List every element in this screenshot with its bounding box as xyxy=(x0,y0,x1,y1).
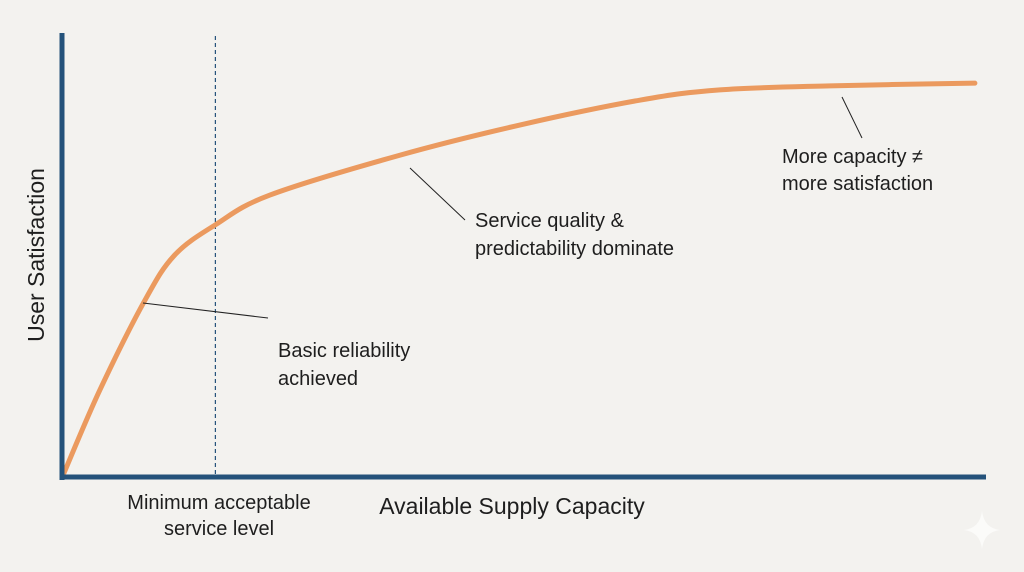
x-axis-label: Available Supply Capacity xyxy=(379,493,645,519)
y-axis-label: User Satisfaction xyxy=(23,168,49,342)
annotation-basic-line2: achieved xyxy=(278,368,358,390)
annotation-quality-line2: predictability dominate xyxy=(475,238,674,260)
sparkle-icon xyxy=(964,511,1000,549)
annotation-capacity-line1: More capacity ≠ xyxy=(782,146,923,168)
annotation-capacity-line2: more satisfaction xyxy=(782,173,933,195)
reference-label-line2: service level xyxy=(164,518,274,540)
annotation-leader-capacity xyxy=(841,96,863,139)
satisfaction-curve xyxy=(61,80,978,476)
annotation-leader-quality xyxy=(409,167,466,221)
annotation-quality-line1: Service quality & xyxy=(475,210,625,232)
annotation-leader-basic xyxy=(142,302,269,319)
annotation-basic-line1: Basic reliability xyxy=(278,340,410,362)
reference-label-line1: Minimum acceptable xyxy=(127,492,310,514)
